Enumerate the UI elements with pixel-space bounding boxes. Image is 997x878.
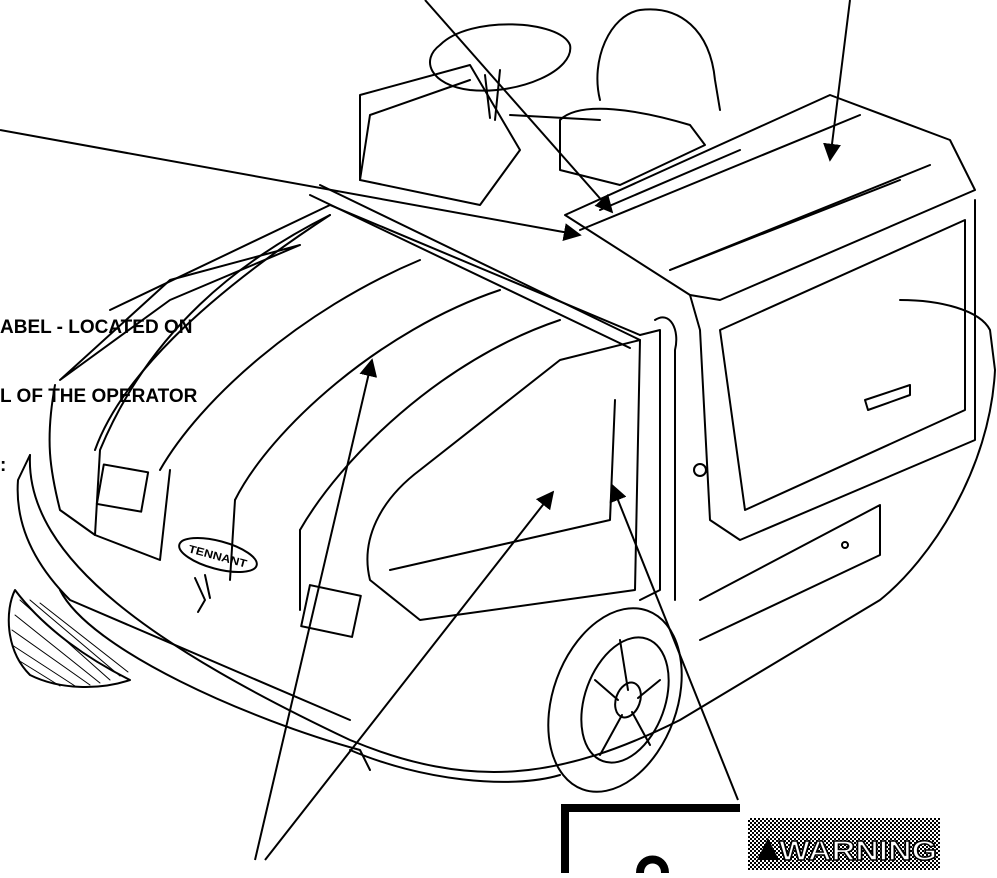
slot-2 xyxy=(669,179,901,271)
broom-bristles xyxy=(11,599,129,687)
warning-label-symbol xyxy=(636,855,669,874)
right-hopper-inner xyxy=(389,399,616,571)
slot-1 xyxy=(599,149,741,211)
warning-label: WARNING xyxy=(561,804,940,874)
rear-wheel-rim xyxy=(580,636,670,764)
warning-label-frame xyxy=(561,804,740,873)
arrow-bar-label xyxy=(0,129,582,241)
right-light xyxy=(300,584,362,638)
body-outline xyxy=(28,299,996,773)
rear-handle xyxy=(864,384,911,411)
warning-label-text: WARNING xyxy=(779,835,937,866)
arrow-warning-label xyxy=(609,483,739,801)
tow-hook xyxy=(194,574,211,613)
arrow-cover-label xyxy=(823,0,851,162)
brand-badge xyxy=(178,536,258,574)
hopper-panel-1 xyxy=(59,244,301,381)
callout-line-1: ABEL - LOCATED ON xyxy=(0,317,193,338)
hopper-front-face xyxy=(94,469,301,611)
pointer-arrows xyxy=(0,0,851,861)
callout-line-2: L OF THE OPERATOR xyxy=(0,386,198,407)
warning-label-header xyxy=(748,818,940,870)
seat-back xyxy=(596,8,721,111)
rear-panel xyxy=(719,219,966,511)
hopper-ridge-4 xyxy=(299,319,561,531)
arrow-hopper-label-1 xyxy=(254,358,378,861)
side-frame xyxy=(639,329,661,601)
steering-column xyxy=(484,69,501,121)
front-skirt xyxy=(59,589,371,771)
arrow-seat-label xyxy=(424,0,614,214)
hopper-ridge-3 xyxy=(234,289,501,501)
hopper-ridge-2 xyxy=(159,259,421,471)
arrow-hopper-label-2 xyxy=(264,490,555,861)
rear-cover-side xyxy=(689,199,976,541)
rear-cover-ridge-1 xyxy=(579,114,861,231)
skirt-hole xyxy=(841,541,849,549)
seat-edge xyxy=(509,114,601,121)
console-front xyxy=(359,79,471,181)
steering-wheel xyxy=(429,23,572,92)
side-hole xyxy=(693,463,707,477)
side-post xyxy=(654,316,678,601)
wheel-spokes xyxy=(594,639,661,756)
left-light xyxy=(95,463,150,513)
lower-skirt xyxy=(699,504,881,641)
warning-triangle-icon xyxy=(757,838,779,860)
right-hopper-box xyxy=(366,339,641,621)
left-callout-text: ABEL - LOCATED ON L OF THE OPERATOR : xyxy=(0,270,290,500)
hopper-ridge-1 xyxy=(94,214,331,451)
seat-cushion xyxy=(559,107,706,186)
base-edge xyxy=(349,749,561,783)
console-box xyxy=(359,64,521,206)
rear-wheel-tire xyxy=(547,607,683,793)
hopper-outer xyxy=(48,214,331,536)
rear-cover-top xyxy=(564,94,976,301)
crossbar xyxy=(309,184,641,349)
front-bumper xyxy=(16,454,351,721)
callout-line-3: : xyxy=(0,455,7,476)
